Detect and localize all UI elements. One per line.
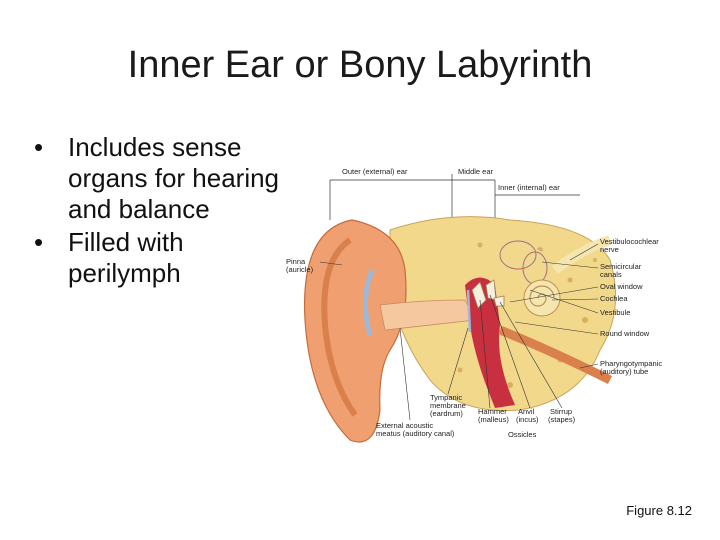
label-auditory-tube: (auditory) tube <box>600 368 648 377</box>
pinna-shape <box>305 220 406 442</box>
label-stapes: (stapes) <box>548 416 575 425</box>
label-outer-ear: Outer (external) ear <box>342 168 407 177</box>
label-round-window: Round window <box>600 330 649 339</box>
label-vestibulocochlear-nerve: nerve <box>600 246 619 255</box>
bullet-dot-icon: • <box>34 227 43 258</box>
label-malleus: (malleus) <box>478 416 509 425</box>
bullet-item: • Filled with perilymph <box>30 227 280 289</box>
label-inner-ear: Inner (internal) ear <box>498 184 560 193</box>
label-eardrum: (eardrum) <box>430 410 463 419</box>
bullet-text: Filled with perilymph <box>68 227 184 288</box>
label-oval-window: Oval window <box>600 283 643 292</box>
label-ossicles: Ossicles <box>508 431 536 440</box>
label-semicircular-canals: canals <box>600 271 622 280</box>
label-auditory-canal: meatus (auditory canal) <box>376 430 454 439</box>
bullet-list: • Includes sense organs for hearing and … <box>30 132 280 291</box>
slide-title: Inner Ear or Bony Labyrinth <box>0 44 720 87</box>
bullet-text: Includes sense organs for hearing and ba… <box>68 132 279 224</box>
ear-anatomy-figure: Outer (external) ear Middle ear Inner (i… <box>280 150 700 450</box>
label-vestibule: Vestibule <box>600 309 630 318</box>
label-incus: (incus) <box>516 416 539 425</box>
bullet-dot-icon: • <box>34 132 43 163</box>
figure-caption: Figure 8.12 <box>626 503 692 518</box>
ear-illustration <box>280 150 700 450</box>
label-pinna-auricle: (auricle) <box>286 266 313 275</box>
label-middle-ear: Middle ear <box>458 168 493 177</box>
cochlea-shape <box>524 280 560 316</box>
bullet-item: • Includes sense organs for hearing and … <box>30 132 280 225</box>
label-cochlea: Cochlea <box>600 295 628 304</box>
